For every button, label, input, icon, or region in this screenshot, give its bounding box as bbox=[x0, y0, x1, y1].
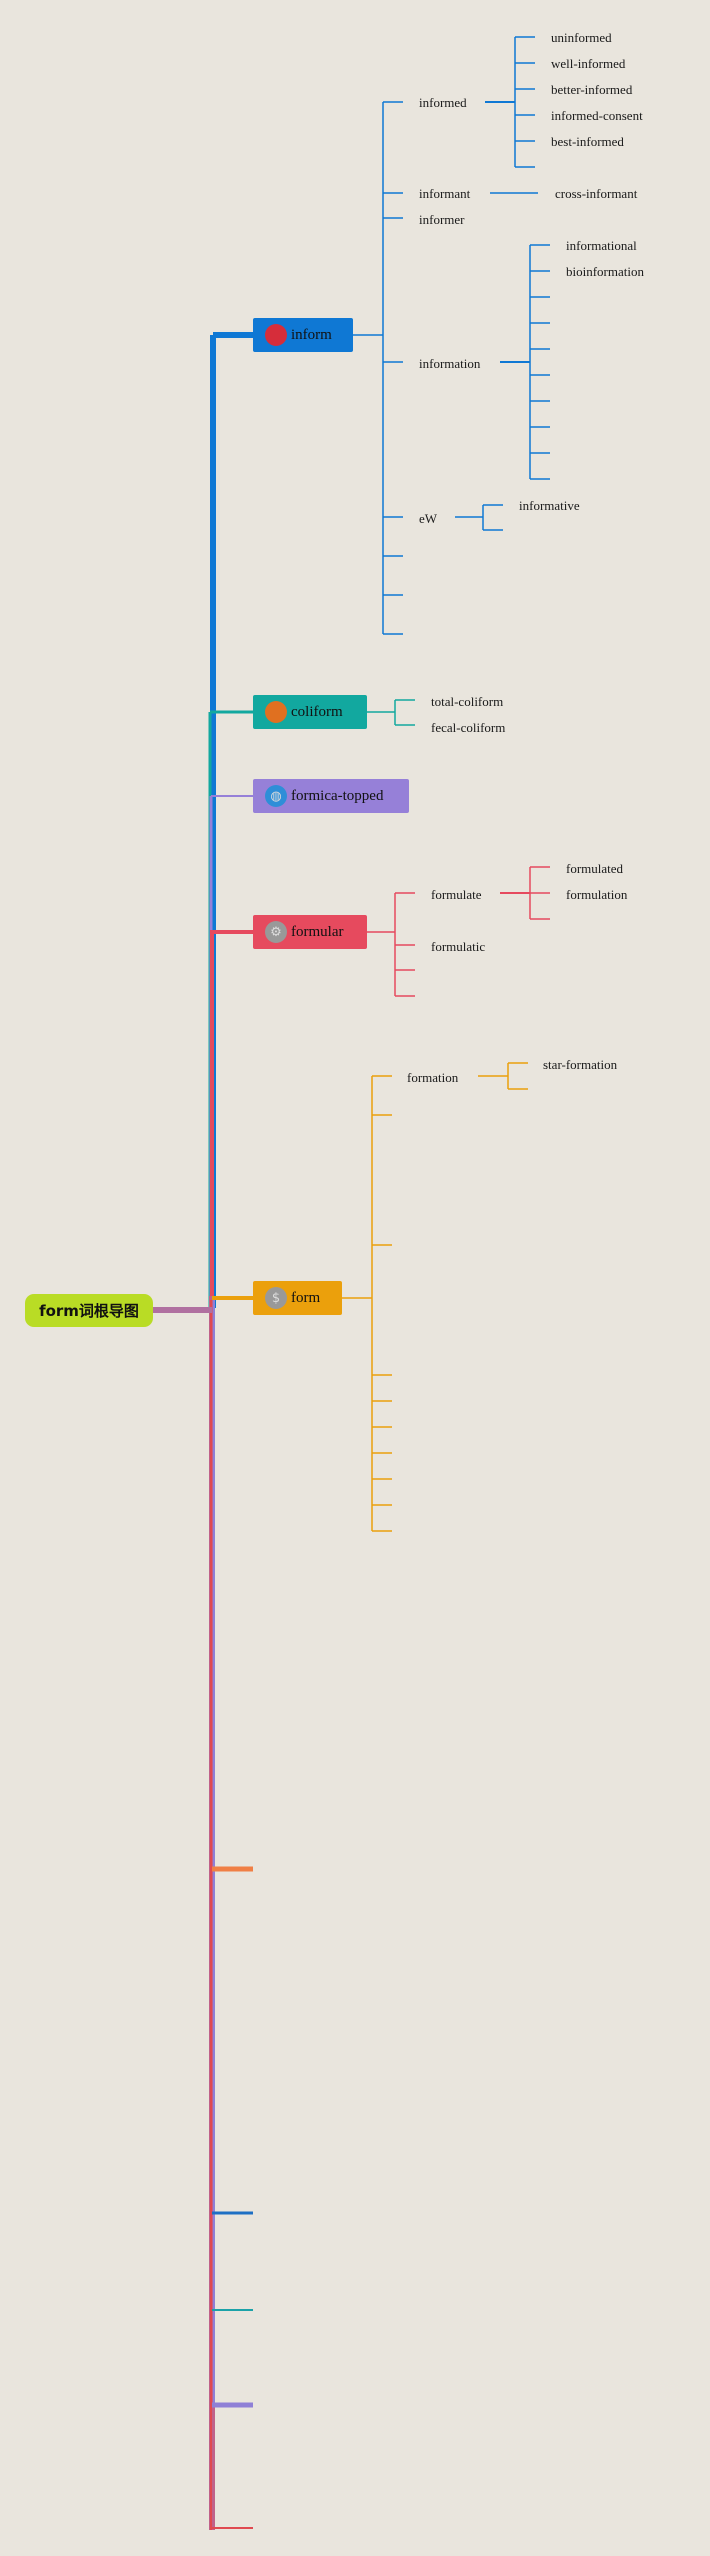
branch-form[interactable]: $ form bbox=[253, 1281, 342, 1315]
root-node[interactable]: form词根导图 bbox=[25, 1294, 153, 1327]
node-better-informed[interactable]: better-informed bbox=[551, 82, 633, 97]
node-formulate[interactable]: formulate bbox=[431, 887, 482, 902]
node-formation[interactable]: formation bbox=[407, 1070, 459, 1085]
node-fecal-coliform[interactable]: fecal-coliform bbox=[431, 720, 506, 735]
orange-circle-icon bbox=[265, 701, 287, 723]
node-informational[interactable]: informational bbox=[566, 238, 637, 253]
node-uninformed[interactable]: uninformed bbox=[551, 30, 612, 45]
node-informed[interactable]: informed bbox=[419, 95, 467, 110]
node-informative[interactable]: informative bbox=[519, 498, 580, 513]
node-formulatic[interactable]: formulatic bbox=[431, 939, 486, 954]
node-informant[interactable]: informant bbox=[419, 186, 471, 201]
branch-formica[interactable]: ◍ formica-topped bbox=[253, 779, 409, 813]
node-information[interactable]: information bbox=[419, 356, 481, 371]
branch-inform[interactable]: inform bbox=[253, 318, 353, 352]
branch-inform-label: inform bbox=[291, 326, 332, 343]
node-cross-informant[interactable]: cross-informant bbox=[555, 186, 638, 201]
node-star-formation[interactable]: star-formation bbox=[543, 1057, 618, 1072]
node-well-informed[interactable]: well-informed bbox=[551, 56, 626, 71]
node-total-coliform[interactable]: total-coliform bbox=[431, 694, 504, 709]
branch-formular[interactable]: ⚙ formular bbox=[253, 915, 367, 949]
node-ew[interactable]: eW bbox=[419, 511, 438, 526]
branch-coliform-label: coliform bbox=[291, 703, 343, 720]
node-informed-consent[interactable]: informed-consent bbox=[551, 108, 643, 123]
node-formulated[interactable]: formulated bbox=[566, 861, 624, 876]
branch-formica-label: formica-topped bbox=[291, 787, 384, 804]
node-bioinformation[interactable]: bioinformation bbox=[566, 264, 644, 279]
node-formulation[interactable]: formulation bbox=[566, 887, 628, 902]
gear-icon: ⚙ bbox=[265, 921, 287, 943]
branch-form-label: form bbox=[291, 1289, 321, 1306]
red-circle-icon bbox=[265, 324, 287, 346]
node-best-informed[interactable]: best-informed bbox=[551, 134, 624, 149]
globe-icon: ◍ bbox=[265, 785, 287, 807]
branch-coliform[interactable]: coliform bbox=[253, 695, 367, 729]
dollar-icon: $ bbox=[265, 1287, 287, 1309]
node-informer[interactable]: informer bbox=[419, 212, 465, 227]
branch-formular-label: formular bbox=[291, 923, 344, 940]
